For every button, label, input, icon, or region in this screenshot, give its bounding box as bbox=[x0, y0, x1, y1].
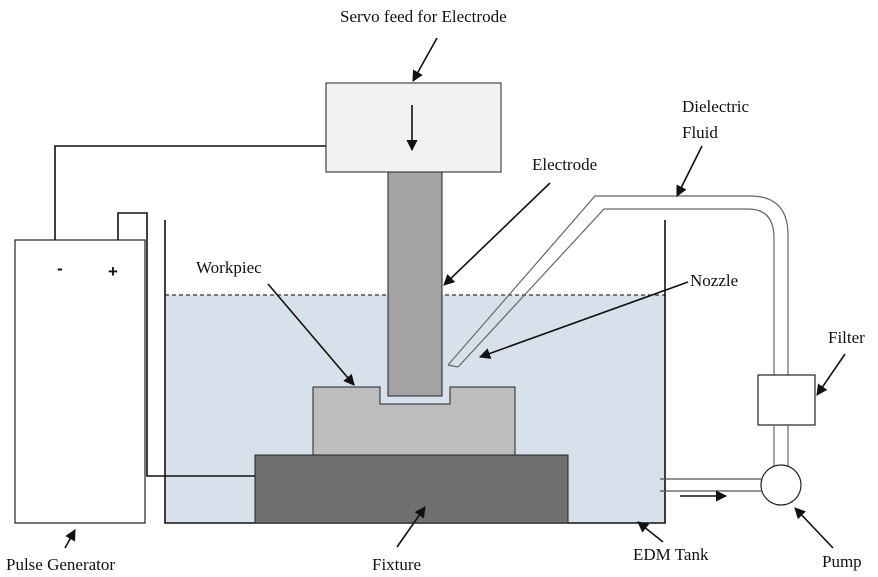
plus-terminal-sign: + bbox=[108, 262, 118, 281]
electrode bbox=[387, 171, 443, 397]
servo-feed-label: Servo feed for Electrode bbox=[340, 7, 507, 26]
pump-pointer bbox=[794, 507, 834, 549]
filter bbox=[757, 374, 816, 426]
dielectric-label-line2: Fluid bbox=[682, 123, 718, 142]
edm-tank-pointer bbox=[637, 521, 664, 543]
minus-terminal-sign: - bbox=[57, 259, 63, 278]
filter-pointer bbox=[816, 353, 846, 396]
pump-label: Pump bbox=[822, 552, 862, 571]
fixture-label: Fixture bbox=[372, 555, 421, 574]
dielectric-label-line1: Dielectric bbox=[682, 97, 749, 116]
servo-feed-box bbox=[325, 82, 502, 173]
fixture-pointer bbox=[396, 506, 426, 548]
workpiece bbox=[312, 386, 516, 456]
pulse-generator bbox=[14, 239, 146, 524]
workpiece-wire bbox=[117, 212, 255, 477]
pump bbox=[760, 464, 802, 506]
dielectric-pipe-outer bbox=[447, 195, 789, 375]
nozzle-label: Nozzle bbox=[690, 271, 738, 290]
fixture bbox=[254, 454, 569, 524]
electrode-pointer bbox=[443, 182, 551, 286]
electrode-wire bbox=[54, 145, 326, 240]
dielectric-pointer bbox=[676, 145, 703, 198]
pulse-generator-label: Pulse Generator bbox=[6, 555, 115, 574]
nozzle-tip bbox=[447, 364, 459, 368]
workpiece-label: Workpiec bbox=[196, 258, 262, 277]
electrode-label: Electrode bbox=[532, 155, 597, 174]
nozzle-pointer bbox=[478, 281, 689, 359]
servo-feed-pointer bbox=[412, 37, 438, 82]
dielectric-pipe-inner bbox=[457, 208, 775, 375]
pulse-generator-pointer bbox=[64, 529, 76, 549]
edm-tank-label: EDM Tank bbox=[633, 545, 709, 564]
filter-label: Filter bbox=[828, 328, 865, 347]
workpiece-pointer bbox=[267, 283, 355, 386]
